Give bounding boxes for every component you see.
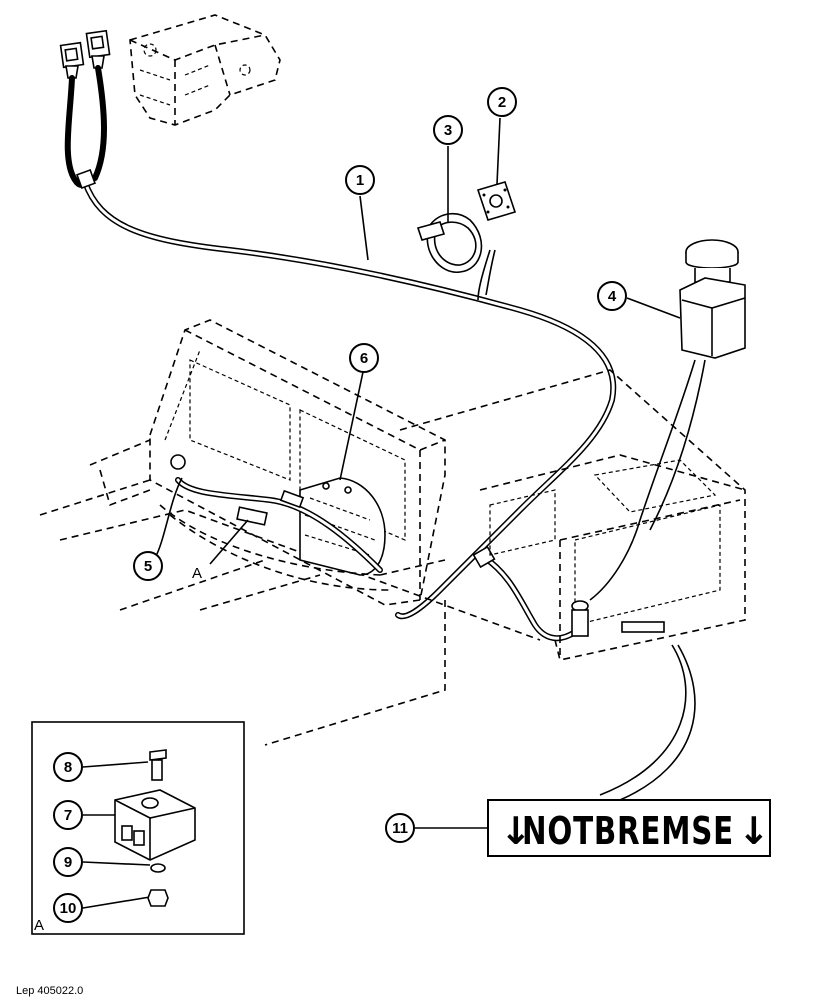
emergency-stop-button xyxy=(679,239,746,359)
console-mounted-button xyxy=(571,600,589,637)
detail-box-letter: A xyxy=(34,917,44,934)
svg-text:11: 11 xyxy=(392,820,408,837)
svg-text:10: 10 xyxy=(60,900,77,917)
notbremse-text: NOTBREMSE xyxy=(522,809,734,853)
drawing-reference: Lep 405022.0 xyxy=(16,985,83,997)
callout-7: 7 xyxy=(53,800,83,830)
svg-text:6: 6 xyxy=(360,350,368,367)
valve-block xyxy=(129,14,281,126)
svg-text:5: 5 xyxy=(144,558,152,575)
callout-8: 8 xyxy=(53,752,83,782)
callout-6: 6 xyxy=(349,343,379,373)
cable-clamp xyxy=(416,212,483,273)
svg-text:4: 4 xyxy=(608,288,617,305)
cable-connectors xyxy=(59,29,111,79)
svg-text:1: 1 xyxy=(356,172,364,189)
detail-box-a xyxy=(31,721,245,935)
notbremse-arrow-right: ↓ xyxy=(738,809,771,853)
console-label-plate xyxy=(621,621,665,633)
svg-text:2: 2 xyxy=(498,94,506,111)
notbremse-label-plate: ↓ NOTBREMSE ↓ xyxy=(487,799,771,857)
callout-11: 11 xyxy=(385,813,415,843)
mounting-gasket xyxy=(476,181,517,221)
callout-1: 1 xyxy=(345,165,375,195)
notbremse-arrow-left: ↓ xyxy=(500,809,533,853)
callout-3: 3 xyxy=(433,115,463,145)
callout-9: 9 xyxy=(53,847,83,877)
sub-harness xyxy=(159,454,391,591)
callout-4: 4 xyxy=(597,281,627,311)
callout-5: 5 xyxy=(133,551,163,581)
detail-reference-letter: A xyxy=(192,565,202,582)
svg-text:7: 7 xyxy=(64,807,72,824)
callout-2: 2 xyxy=(487,87,517,117)
callout-10: 10 xyxy=(53,893,83,923)
svg-text:9: 9 xyxy=(64,854,72,871)
svg-text:3: 3 xyxy=(444,122,452,139)
dashboard-console xyxy=(39,319,746,746)
svg-text:8: 8 xyxy=(64,759,72,776)
